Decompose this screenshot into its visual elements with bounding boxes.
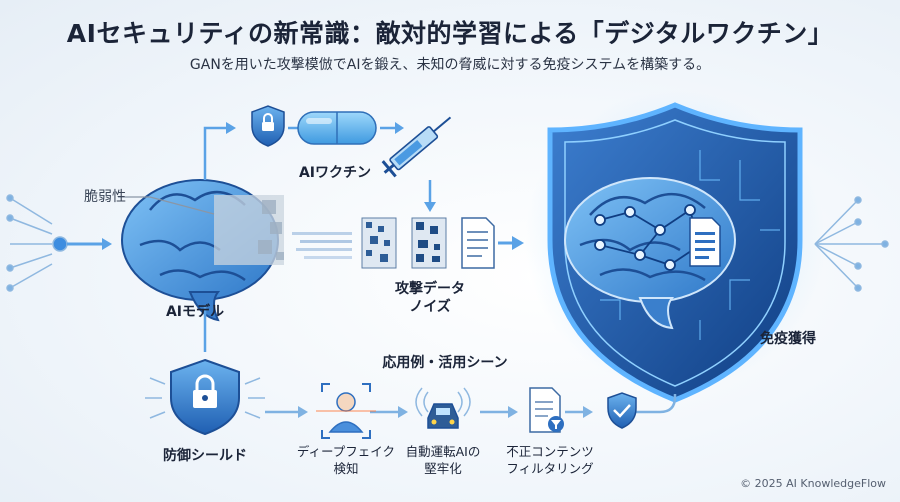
syringe-icon — [381, 116, 452, 178]
use-case-line2: 堅牢化 — [424, 461, 462, 476]
attack-noise-label-line2: ノイズ — [409, 299, 451, 315]
ai-vaccine-label: AIワクチン — [298, 165, 372, 181]
use-cases-title: 応用例・活用シーン — [382, 355, 508, 371]
defense-shield-icon — [145, 358, 265, 436]
immunity-label: 免疫獲得 — [760, 331, 816, 347]
car-icon — [415, 387, 471, 429]
right-network-lines — [814, 196, 889, 292]
use-case-content-filtering: 不正コンテンツ フィルタリング — [495, 443, 605, 477]
vaccine-flow-path — [203, 126, 228, 180]
ai-model-brain-icon — [121, 179, 284, 322]
noise-block-2 — [411, 217, 447, 269]
use-case-line1: ディープフェイク — [296, 444, 396, 459]
copyright-credit: © 2025 AI KnowledgeFlow — [740, 477, 886, 490]
page-title: AIセキュリティの新常識：敵対的学習による「デジタルワクチン」 — [66, 19, 834, 48]
use-case-deepfake: ディープフェイク 検知 — [296, 443, 396, 477]
clean-document-icon — [461, 217, 495, 269]
use-case-line2: フィルタリング — [506, 461, 594, 476]
use-case-flow — [265, 394, 677, 418]
vaccine-pill-icon — [297, 111, 377, 145]
defense-shield-label: 防御シールド — [163, 448, 247, 464]
check-shield-icon — [607, 392, 637, 429]
left-network-lines — [6, 194, 112, 292]
attack-noise-stream — [292, 217, 524, 269]
use-case-line1: 自動運転AIの — [405, 444, 481, 459]
face-scan-icon — [316, 383, 376, 439]
document-filter-icon — [529, 387, 564, 433]
noise-block-1 — [361, 217, 397, 269]
vulnerability-label: 脆弱性 — [84, 189, 126, 205]
ai-model-label: AIモデル — [165, 304, 225, 320]
lock-shield-icon — [251, 105, 285, 147]
use-case-autonomous-driving: 自動運転AIの 堅牢化 — [393, 443, 493, 477]
use-case-line2: 検知 — [333, 461, 359, 476]
immune-shield-icon — [525, 90, 825, 403]
page-subtitle: GANを用いた攻撃模倣でAIを鍛え、未知の脅威に対する免疫システムを構築する。 — [189, 57, 711, 73]
use-case-line1: 不正コンテンツ — [506, 444, 594, 459]
attack-noise-label-line1: 攻撃データ — [395, 281, 465, 297]
